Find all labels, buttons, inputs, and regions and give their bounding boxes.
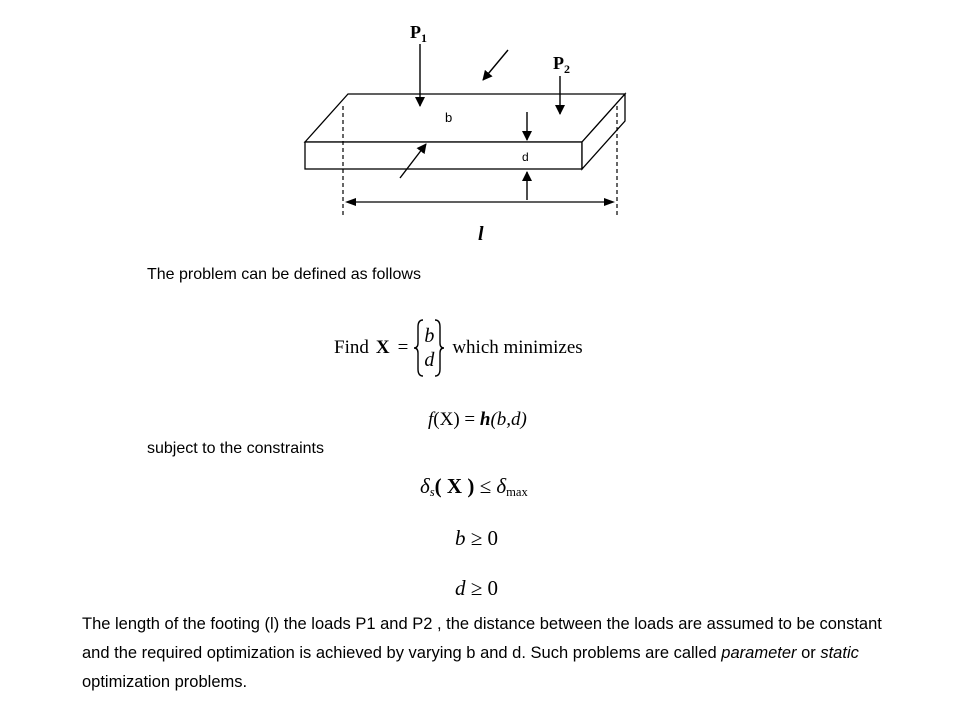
design-vector: b d — [424, 324, 434, 372]
left-brace-icon — [414, 319, 424, 377]
find-suffix: which minimizes — [452, 337, 583, 358]
footing-diagram: P1 P2 b d l — [303, 22, 627, 245]
subject-text: subject to the constraints — [147, 440, 324, 457]
find-prefix: Find — [334, 337, 369, 358]
find-equals: = — [397, 337, 409, 358]
find-statement: Find X = b d which minimizes — [334, 318, 644, 378]
slab-side-face — [581, 92, 626, 171]
load-p1-label: P1 — [410, 22, 427, 45]
width-arrow-front — [399, 143, 427, 179]
constraint-depth: d ≥ 0 — [455, 576, 499, 600]
constraint-width: b ≥ 0 — [455, 526, 499, 550]
slab-front-face — [304, 141, 583, 170]
term-parameter: parameter — [721, 644, 797, 662]
length-label: l — [478, 223, 484, 245]
load-p2-label: P2 — [553, 53, 570, 76]
vector-bottom: d — [424, 349, 435, 371]
width-arrow-back — [482, 49, 509, 81]
intro-text: The problem can be defined as follows — [147, 266, 421, 283]
find-variable: X — [375, 337, 390, 358]
vector-top: b — [424, 325, 435, 347]
term-static: static — [820, 644, 859, 662]
right-brace-icon — [435, 319, 445, 377]
objective-function: f(X) = h(b,d) — [428, 409, 527, 430]
slab-top-face — [303, 93, 627, 143]
constraint-deflection: δs( X ) ≤ δmax — [420, 474, 528, 500]
explanation-paragraph: The length of the footing (l) the loads … — [82, 615, 882, 691]
depth-label: d — [522, 150, 529, 164]
width-label: b — [445, 110, 452, 125]
